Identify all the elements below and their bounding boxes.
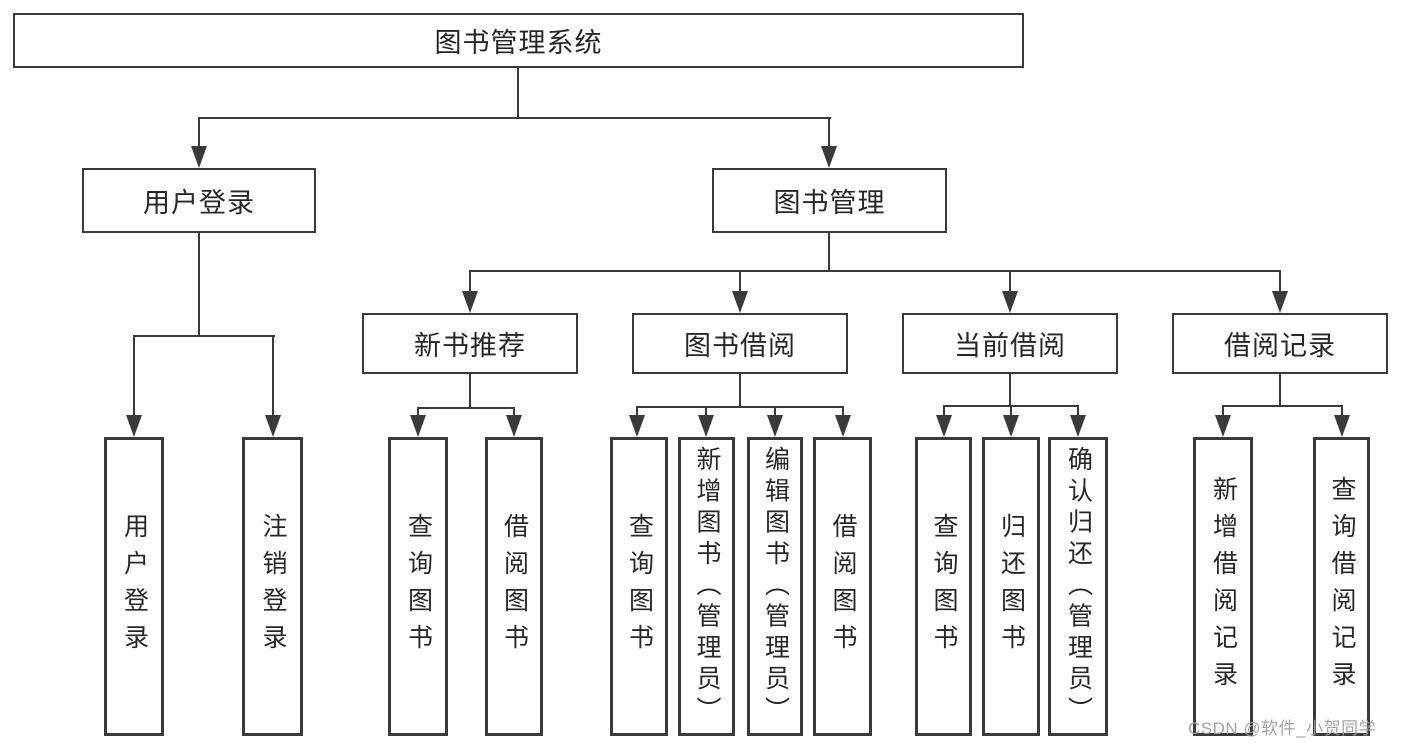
tree-connector-line (272, 335, 274, 417)
node-root: 图书管理系统 (13, 13, 1024, 68)
arrow-down-icon (767, 415, 783, 437)
node-current-borrow: 当前借阅 (902, 313, 1118, 374)
tree-connector-line (133, 335, 275, 337)
arrow-down-icon (1272, 291, 1288, 313)
arrow-down-icon (462, 291, 478, 313)
node-add-borrow-record: 新增借阅记录 (1193, 437, 1253, 736)
node-label: 图书借阅 (684, 331, 796, 361)
arrow-down-icon (1215, 415, 1231, 437)
node-label: 查询图书 (930, 512, 958, 661)
arrow-down-icon (410, 415, 426, 437)
arrow-down-icon (629, 415, 645, 437)
tree-connector-line (774, 406, 776, 419)
node-label: 注销登录 (259, 512, 287, 661)
tree-connector-line (1077, 405, 1079, 419)
node-new-book-rec: 新书推荐 (362, 313, 578, 374)
node-query-borrow-record: 查询借阅记录 (1313, 437, 1370, 736)
tree-connector-line (636, 406, 844, 408)
tree-connector-line (198, 233, 200, 336)
node-label: 图书管理系统 (434, 28, 603, 58)
csdn-watermark: CSDN @软件_小贺同学 (1188, 719, 1377, 738)
node-borrow-books-rec: 借阅图书 (485, 437, 543, 736)
tree-connector-line (828, 233, 830, 272)
tree-connector-line (636, 406, 638, 419)
tree-connector-line (739, 270, 741, 296)
tree-connector-line (705, 406, 707, 419)
node-label: 用户登录 (143, 188, 255, 218)
node-label: 当前借阅 (954, 331, 1066, 361)
tree-connector-line (1222, 405, 1343, 407)
node-label: 查询借阅记录 (1328, 475, 1356, 698)
node-label: 新增图书（管理员） (693, 445, 721, 728)
node-logout-leaf: 注销登录 (242, 437, 303, 736)
tree-connector-line (1222, 405, 1224, 419)
tree-connector-line (1009, 374, 1011, 407)
node-label: 查询图书 (625, 512, 654, 661)
tree-connector-line (198, 117, 200, 149)
node-label: 编辑图书（管理员） (761, 445, 790, 728)
arrow-down-icon (835, 415, 851, 437)
node-label: 用户登录 (120, 512, 149, 661)
node-label: 查询图书 (404, 512, 433, 661)
arrow-down-icon (265, 415, 281, 437)
arrow-down-icon (936, 415, 952, 437)
tree-connector-line (1279, 270, 1281, 296)
arrow-down-icon (1003, 415, 1019, 437)
arrow-down-icon (506, 415, 522, 437)
tree-connector-line (842, 406, 844, 419)
node-confirm-return-admin: 确认归还（管理员） (1048, 437, 1108, 736)
tree-connector-line (1279, 374, 1281, 407)
tree-connector-line (513, 407, 515, 419)
tree-connector-line (1009, 270, 1011, 296)
tree-connector-line (133, 335, 135, 417)
node-label: 借阅图书 (829, 512, 857, 661)
tree-connector-line (1341, 405, 1343, 419)
node-borrow-books-borrow: 借阅图书 (813, 437, 872, 736)
arrow-down-icon (191, 146, 207, 168)
tree-connector-line (469, 270, 471, 296)
tree-connector-line (1010, 405, 1012, 419)
node-query-books-current: 查询图书 (915, 437, 972, 736)
node-query-books-borrow: 查询图书 (610, 437, 668, 736)
node-label: 借阅记录 (1224, 331, 1336, 361)
node-return-books: 归还图书 (982, 437, 1040, 736)
tree-connector-line (943, 405, 945, 419)
node-borrow-records: 借阅记录 (1172, 313, 1388, 374)
arrow-down-icon (1002, 291, 1018, 313)
node-label: 借阅图书 (500, 512, 529, 661)
arrow-down-icon (1070, 415, 1086, 437)
node-label: 确认归还（管理员） (1064, 445, 1093, 728)
tree-connector-line (417, 407, 419, 419)
node-add-books-admin: 新增图书（管理员） (678, 437, 735, 736)
arrow-down-icon (821, 146, 837, 168)
tree-connector-line (469, 270, 1281, 272)
tree-connector-line (417, 407, 515, 409)
arrow-down-icon (698, 415, 714, 437)
node-label: 归还图书 (997, 512, 1026, 661)
node-edit-books-admin: 编辑图书（管理员） (747, 437, 803, 736)
arrow-down-icon (126, 415, 142, 437)
node-book-borrow: 图书借阅 (632, 313, 848, 374)
node-user-login-leaf: 用户登录 (104, 437, 164, 736)
node-label: 图书管理 (773, 188, 886, 218)
node-user-login: 用户登录 (82, 168, 316, 233)
arrow-down-icon (732, 291, 748, 313)
tree-connector-line (739, 374, 741, 408)
node-query-books-rec: 查询图书 (388, 437, 448, 736)
tree-connector-line (469, 374, 471, 409)
tree-connector-line (198, 117, 831, 119)
tree-connector-line (828, 117, 830, 149)
node-label: 新书推荐 (414, 331, 526, 361)
node-label: 新增借阅记录 (1209, 475, 1238, 698)
arrow-down-icon (1334, 415, 1350, 437)
tree-connector-line (517, 68, 519, 118)
node-book-mgmt: 图书管理 (712, 168, 947, 233)
